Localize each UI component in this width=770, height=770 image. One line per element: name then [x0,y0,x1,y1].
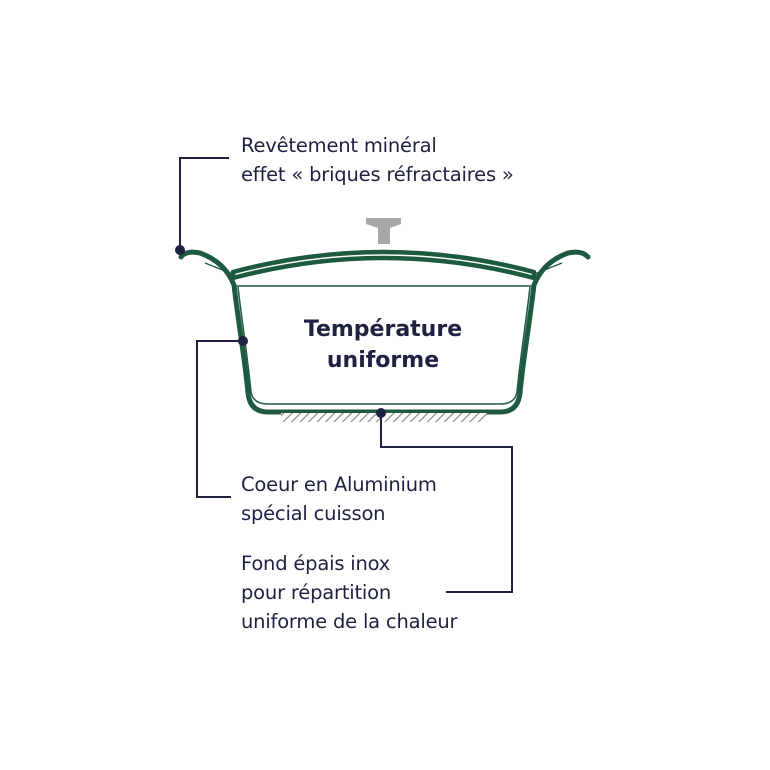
pot-lid [230,249,537,281]
center-label-line-1: Température [303,317,463,342]
coating-leader-dot [175,245,185,255]
pot-body-inner [237,286,531,405]
lid-knob [366,218,401,244]
bottom-leader-line [380,413,513,593]
bottom-leader-dot [376,408,386,418]
core-leader-dot [238,336,248,346]
coating-callout: Revêtement minéral effet « briques réfra… [241,131,514,189]
stainless-bottom [281,413,487,422]
coating-line-2: effet « briques réfractaires » [241,163,514,186]
bottom-line-1: Fond épais inox [241,552,391,575]
core-leader-line [196,340,242,498]
core-callout: Coeur en Aluminium spécial cuisson [241,470,437,528]
core-line-2: spécial cuisson [241,502,386,525]
coating-line-1: Revêtement minéral [241,134,437,157]
bottom-callout: Fond épais inox pour répartition uniform… [241,549,458,636]
center-label-line-2: uniforme [326,348,440,373]
coating-leader-line [179,157,229,249]
bottom-line-3: uniforme de la chaleur [241,610,458,633]
core-line-1: Coeur en Aluminium [241,473,437,496]
bottom-line-2: pour répartition [241,581,392,604]
